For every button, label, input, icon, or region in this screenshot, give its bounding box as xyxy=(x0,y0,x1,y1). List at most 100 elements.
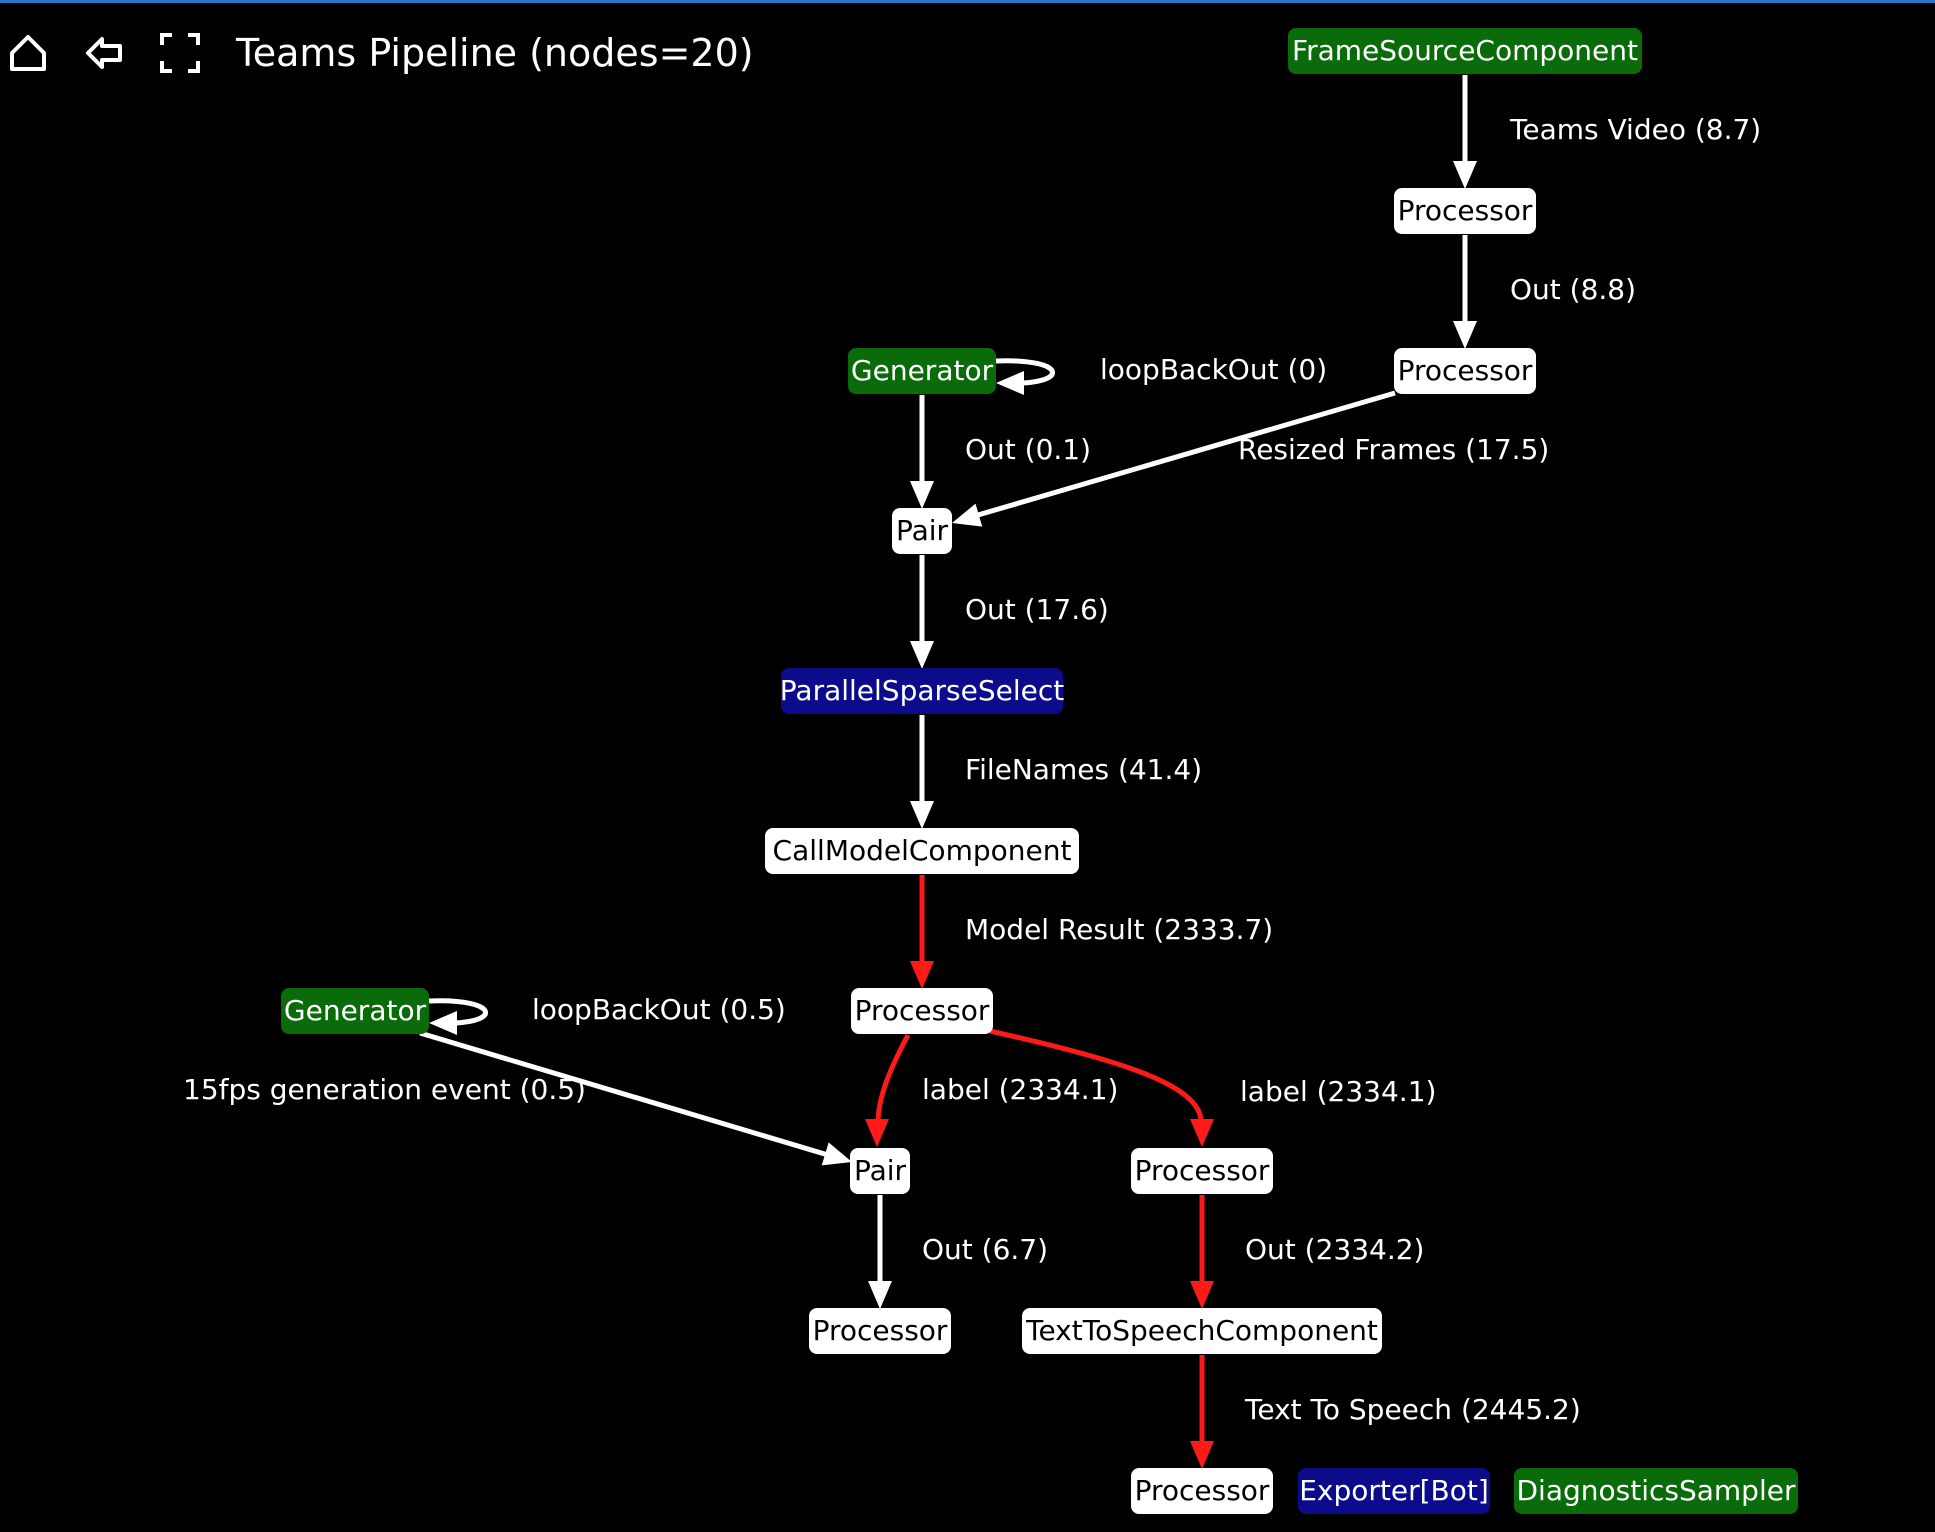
node-box xyxy=(1394,188,1536,234)
edge-processor-3-to-processor-5: label (2334.1) xyxy=(989,1028,1436,1147)
arrowhead-icon xyxy=(1453,161,1477,189)
node-box xyxy=(1131,1468,1273,1514)
node-exporter[interactable]: Exporter[Bot] xyxy=(1298,1468,1490,1514)
node-box xyxy=(1514,1468,1798,1514)
edge-label: loopBackOut (0.5) xyxy=(532,993,786,1026)
node-label: Processor xyxy=(1398,194,1533,227)
edge-line xyxy=(875,1033,911,1124)
edge-line xyxy=(989,1028,1204,1122)
edge-line xyxy=(977,390,1396,518)
edge-label: loopBackOut (0) xyxy=(1100,353,1327,386)
node-generator-1[interactable]: Generator xyxy=(848,348,996,394)
node-box xyxy=(281,988,429,1034)
node-label: Generator xyxy=(851,354,994,387)
nodes: FrameSourceComponentProcessorProcessorGe… xyxy=(281,28,1798,1514)
node-box xyxy=(809,1308,951,1354)
node-label: Pair xyxy=(896,514,949,547)
node-label: Processor xyxy=(855,994,990,1027)
edge-label: label (2334.1) xyxy=(1240,1075,1436,1108)
arrowhead-icon xyxy=(1453,321,1477,349)
node-label: DiagnosticsSampler xyxy=(1517,1474,1796,1507)
edge-label: FileNames (41.4) xyxy=(965,753,1202,786)
node-label: Processor xyxy=(1135,1154,1270,1187)
edge-processor-3-to-pair-2: label (2334.1) xyxy=(865,1033,1118,1147)
edge-tts-to-processor-6: Text To Speech (2445.2) xyxy=(1190,1355,1581,1469)
node-processor-1[interactable]: Processor xyxy=(1394,188,1536,234)
edge-pair-1-to-parallel-sparse-select: Out (17.6) xyxy=(910,555,1109,669)
arrowhead-icon xyxy=(1190,1441,1214,1469)
edge-processor-1-to-processor-2: Out (8.8) xyxy=(1453,235,1636,349)
toolbar xyxy=(0,23,208,83)
edge-parallel-sparse-select-to-call-model: FileNames (41.4) xyxy=(910,715,1202,829)
arrowhead-icon xyxy=(868,1281,892,1309)
fullscreen-button[interactable] xyxy=(152,25,208,81)
node-label: Processor xyxy=(1135,1474,1270,1507)
node-label: Processor xyxy=(1398,354,1533,387)
edge-processor-5-to-tts: Out (2334.2) xyxy=(1190,1195,1424,1309)
node-label: Pair xyxy=(854,1154,907,1187)
edge-label: Out (2334.2) xyxy=(1245,1233,1424,1266)
edge-generator-2-to-pair-2: 15fps generation event (0.5) xyxy=(183,1030,852,1166)
fullscreen-icon xyxy=(160,33,200,73)
node-call-model[interactable]: CallModelComponent xyxy=(765,828,1079,874)
node-box xyxy=(892,508,952,554)
edge-label: Out (17.6) xyxy=(965,593,1109,626)
node-box xyxy=(848,348,996,394)
node-label: ParallelSparseSelect xyxy=(780,674,1064,707)
edge-call-model-to-processor-3: Model Result (2333.7) xyxy=(910,875,1273,989)
node-box xyxy=(781,668,1063,714)
node-box xyxy=(1394,348,1536,394)
node-box xyxy=(1288,28,1642,74)
node-box xyxy=(765,828,1079,874)
edge-label: label (2334.1) xyxy=(922,1073,1118,1106)
edge-generator-1-to-generator-1: loopBackOut (0) xyxy=(995,353,1327,395)
node-box xyxy=(1298,1468,1490,1514)
arrowhead-icon xyxy=(429,1011,457,1035)
edge-generator-2-to-generator-2: loopBackOut (0.5) xyxy=(428,993,786,1035)
node-frame-source[interactable]: FrameSourceComponent xyxy=(1288,28,1642,74)
edge-label: Teams Video (8.7) xyxy=(1509,113,1761,146)
home-icon xyxy=(10,35,46,71)
edge-label: Out (8.8) xyxy=(1510,273,1636,306)
edge-processor-2-to-pair-1: Resized Frames (17.5) xyxy=(952,390,1549,527)
node-label: Generator xyxy=(284,994,427,1027)
node-label: Processor xyxy=(813,1314,948,1347)
edge-generator-1-to-pair-1: Out (0.1) xyxy=(910,395,1091,509)
edge-label: Out (0.1) xyxy=(965,433,1091,466)
edge-label: Text To Speech (2445.2) xyxy=(1244,1393,1581,1426)
edges: Teams Video (8.7) Out (8.8) loopBackOut (0… xyxy=(183,75,1761,1469)
node-generator-2[interactable]: Generator xyxy=(281,988,429,1034)
node-box xyxy=(851,988,993,1034)
node-processor-3[interactable]: Processor xyxy=(851,988,993,1034)
home-button[interactable] xyxy=(0,25,56,81)
page-title: Teams Pipeline (nodes=20) xyxy=(236,31,754,75)
arrowhead-icon xyxy=(996,371,1024,395)
edge-label: Resized Frames (17.5) xyxy=(1238,433,1549,466)
arrowhead-icon xyxy=(910,961,934,989)
node-label: Exporter[Bot] xyxy=(1299,1474,1489,1507)
arrowhead-icon xyxy=(910,481,934,509)
node-pair-2[interactable]: Pair xyxy=(850,1148,910,1194)
edge-label: Out (6.7) xyxy=(922,1233,1048,1266)
node-pair-1[interactable]: Pair xyxy=(892,508,952,554)
edge-label: Model Result (2333.7) xyxy=(965,913,1273,946)
arrowhead-icon xyxy=(821,1142,852,1166)
node-label: CallModelComponent xyxy=(773,834,1072,867)
node-label: FrameSourceComponent xyxy=(1292,34,1638,67)
node-processor-4[interactable]: Processor xyxy=(809,1308,951,1354)
node-processor-2[interactable]: Processor xyxy=(1394,348,1536,394)
arrowhead-icon xyxy=(910,641,934,669)
edge-pair-2-to-processor-4: Out (6.7) xyxy=(868,1195,1048,1309)
node-processor-5[interactable]: Processor xyxy=(1131,1148,1273,1194)
node-processor-6[interactable]: Processor xyxy=(1131,1468,1273,1514)
arrowhead-icon xyxy=(1190,1119,1214,1147)
node-diagnostics[interactable]: DiagnosticsSampler xyxy=(1514,1468,1798,1514)
node-tts[interactable]: TextToSpeechComponent xyxy=(1022,1308,1382,1354)
node-box xyxy=(1022,1308,1382,1354)
back-button[interactable] xyxy=(76,25,132,81)
arrowhead-icon xyxy=(865,1119,889,1147)
node-parallel-sparse-select[interactable]: ParallelSparseSelect xyxy=(780,668,1064,714)
node-box xyxy=(1131,1148,1273,1194)
edge-line xyxy=(419,1030,829,1158)
